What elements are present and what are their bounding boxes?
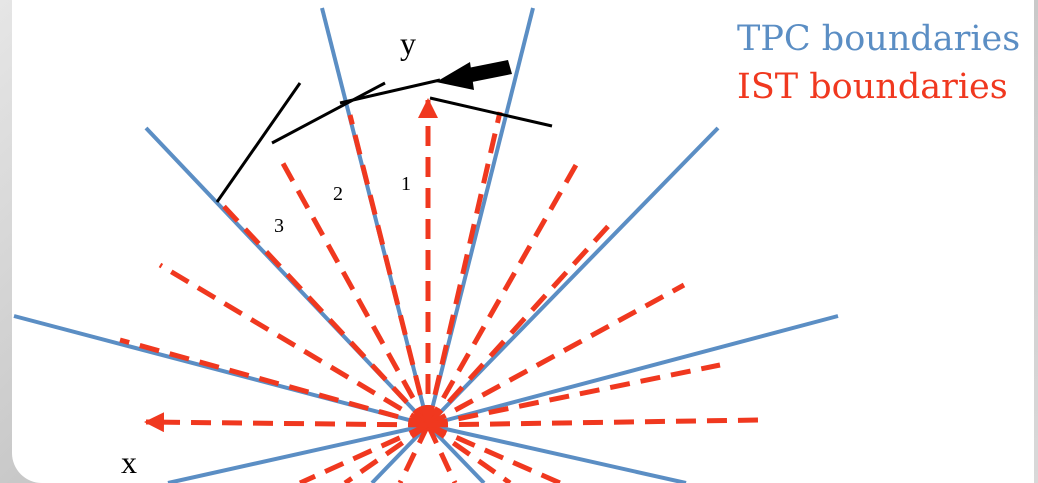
diagram-frame xyxy=(12,0,1034,483)
y-axis-label: y xyxy=(400,25,416,61)
sector-label-3: 3 xyxy=(274,215,284,237)
legend-ist-label: IST boundaries xyxy=(737,67,1008,107)
ist-boundary-line xyxy=(427,417,761,428)
tpc-boundary-line xyxy=(426,423,486,483)
arrow-head xyxy=(436,62,474,90)
arrow-icon xyxy=(436,60,512,90)
tpc-boundary-line xyxy=(167,423,429,483)
ist-boundary-line xyxy=(425,156,583,427)
sector-segments xyxy=(215,78,553,203)
ist-boundary-line xyxy=(158,262,430,428)
sector-2-segment xyxy=(271,81,386,145)
ist-boundary-line xyxy=(343,422,430,483)
tpc-boundary-line xyxy=(427,314,839,427)
ist-boundary-line xyxy=(397,423,431,483)
sector-label-1: 1 xyxy=(401,173,411,195)
tpc-boundary-line xyxy=(427,423,687,483)
sector-label-2: 2 xyxy=(333,183,343,205)
ist-boundary-line xyxy=(426,422,512,483)
ist-boundary-line xyxy=(426,422,562,483)
ist-boundaries xyxy=(119,111,761,483)
sector-1-segment-left xyxy=(339,78,441,105)
ist-boundary-line xyxy=(426,220,614,427)
ist-boundary-line xyxy=(426,282,686,428)
x-axis-label: x xyxy=(121,444,137,480)
ist-boundary-line xyxy=(425,423,458,483)
ist-boundary-line xyxy=(427,362,721,428)
ist-boundary-line xyxy=(216,198,430,427)
ist-boundary-line xyxy=(119,337,429,428)
x-axis-arrow xyxy=(144,412,429,433)
axes xyxy=(144,98,438,433)
tpc-boundary-line xyxy=(426,126,720,427)
sector-3-segment xyxy=(215,82,302,203)
ist-boundary-line xyxy=(298,422,430,483)
ist-boundary-line xyxy=(347,114,431,426)
legend-tpc-label: TPC boundaries xyxy=(737,19,1020,59)
sector-1-segment-right xyxy=(429,96,553,128)
tpc-boundary-line xyxy=(370,423,430,483)
ist-boundary-line xyxy=(277,156,431,427)
ist-boundary-line xyxy=(425,111,503,426)
